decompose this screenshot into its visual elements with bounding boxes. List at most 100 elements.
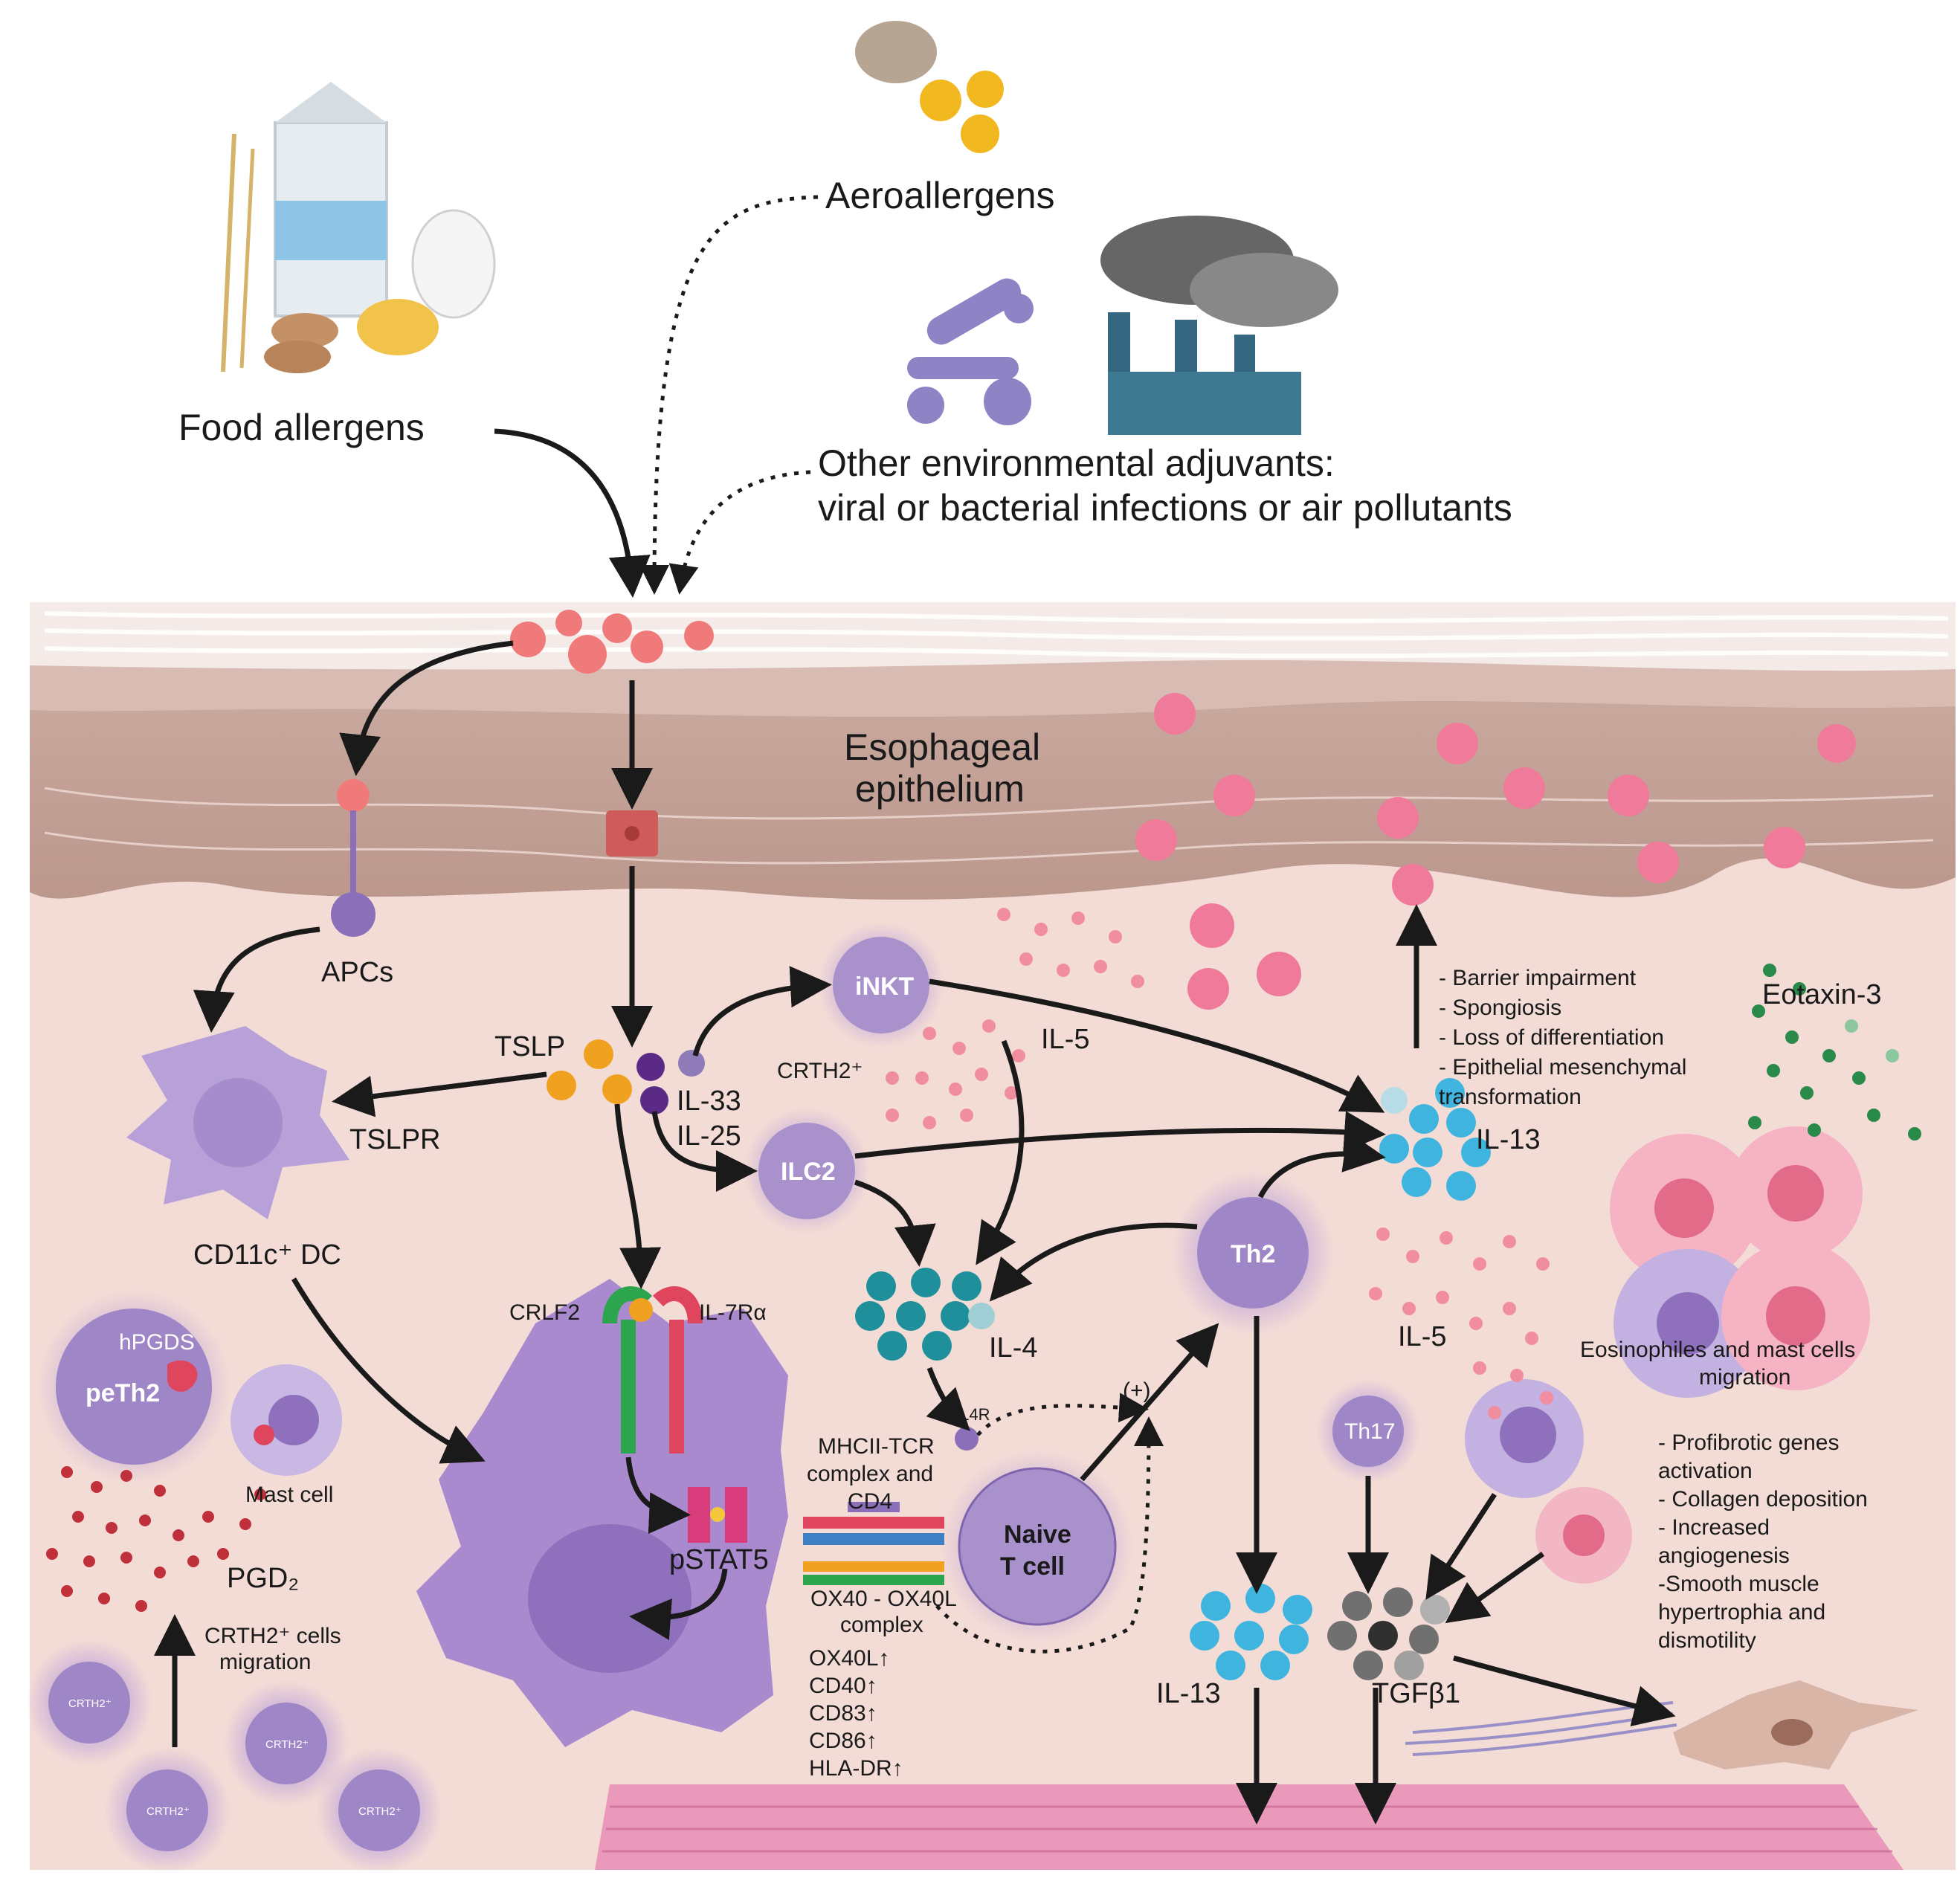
il4-label: IL-4 [989, 1332, 1037, 1364]
mast-cell-label: Mast cell [245, 1483, 333, 1507]
arrow-apc-to-dc [193, 926, 320, 1033]
fibro-line-4: - Increased [1658, 1515, 1770, 1540]
il4r-receptor [955, 1427, 979, 1451]
crth2-migration-label-line1: CRTH2⁺ cells [204, 1624, 341, 1648]
allergen-particles [337, 610, 714, 812]
marker-cd83: CD83↑ [809, 1701, 877, 1726]
ox40-label-line2: complex [840, 1613, 923, 1637]
aeroallergens-icon [855, 21, 1004, 153]
arrow-tgfb1-to-fibroblast [1453, 1655, 1676, 1726]
epithelium-label-line2: epithelium [855, 768, 1025, 810]
inkt-label: iNKT [855, 972, 915, 1001]
arrow-allergen-to-apc [339, 640, 514, 776]
marker-hla-dr: HLA-DR↑ [809, 1756, 903, 1781]
inkt-cell [818, 922, 944, 1048]
naive-t-cell [941, 1450, 1134, 1643]
tgfb1-label: TGFβ1 [1372, 1678, 1460, 1709]
crth2-cell-label-3: CRTH2⁺ [265, 1738, 309, 1751]
pstat5-label: pSTAT5 [669, 1544, 769, 1575]
arrow-cytokines-to-ilc2 [651, 1111, 758, 1192]
eosinophil-large-3 [1721, 1242, 1870, 1390]
ox40-label-line1: OX40 - OX40L [810, 1587, 957, 1611]
crth2-cell-4 [316, 1747, 442, 1874]
il7ra-label: IL-7Rα [699, 1300, 767, 1325]
arrow-tslp-to-receptor [614, 1103, 662, 1289]
cd11c-dc-cell [126, 1026, 349, 1219]
arrow-food-to-epithelium [494, 428, 651, 598]
il4r-label: IL4R [955, 1405, 990, 1424]
ox40-complex [803, 1561, 944, 1585]
crth2-cell-label-4: CRTH2⁺ [358, 1805, 402, 1818]
il5-top-label: IL-5 [1041, 1024, 1089, 1055]
fibro-line-6: -Smooth muscle [1658, 1572, 1819, 1596]
arrow-pstat5-to-nucleus [629, 1568, 728, 1640]
arrow-receptor-to-pstat5 [625, 1456, 691, 1535]
fibro-line-3: - Collagen deposition [1658, 1487, 1868, 1512]
mhcii-tcr-complex [803, 1502, 944, 1545]
peth2-cell [37, 1290, 231, 1483]
il13-right-label: IL-13 [1476, 1124, 1541, 1155]
effect-line-5: transformation [1439, 1085, 1582, 1109]
other-env-label-line2: viral or bacterial infections or air pol… [818, 487, 1512, 529]
il5-dots-right [1369, 1227, 1553, 1419]
hpgds-label: hPGDS [119, 1330, 195, 1355]
ilc2-label: ILC2 [781, 1158, 836, 1186]
mhcii-label-line2: complex and [807, 1462, 933, 1486]
aeroallergens-label: Aeroallergens [825, 175, 1055, 216]
apcs-label: APCs [321, 957, 393, 988]
marker-cd86: CD86↑ [809, 1729, 877, 1753]
food-allergens-icon [221, 82, 496, 373]
arrow-feedback-lower [935, 1416, 1164, 1654]
eos-mast-label-line1: Eosinophiles and mast cells [1580, 1338, 1855, 1362]
apc-cell [331, 810, 375, 937]
arrow-ilc2-to-il4 [854, 1179, 936, 1267]
il5-dots-top [886, 908, 1144, 1129]
th2-cell [1171, 1171, 1335, 1335]
peth2-label: peTh2 [86, 1379, 160, 1407]
arrow-other-env-dotted [668, 470, 811, 595]
il5-right-label: IL-5 [1398, 1321, 1446, 1352]
epithelium-label-line1: Esophageal [844, 726, 1040, 768]
pgd2-dots [46, 1466, 266, 1612]
arrow-aeroallergens-dotted [639, 195, 819, 595]
arrow-th2-to-il13 [1257, 1131, 1386, 1199]
th2-label: Th2 [1231, 1240, 1275, 1268]
microbes-icon [907, 278, 1034, 425]
arrow-th2-to-il4 [989, 1222, 1198, 1302]
tslp-label: TSLP [494, 1031, 565, 1062]
other-env-label-line1: Other environmental adjuvants: [818, 442, 1335, 484]
il7ra-receptor [652, 1286, 703, 1454]
basal-cell-rows [44, 787, 1934, 865]
fibro-line-8: dismotility [1658, 1628, 1756, 1653]
marker-ox40l: OX40L↑ [809, 1646, 889, 1671]
il4-molecules [855, 1268, 995, 1361]
crth2-cell-2 [104, 1747, 231, 1874]
tslpr-label: TSLPR [349, 1124, 440, 1155]
crth2-cell-3 [223, 1680, 349, 1807]
pstat5-dimer [688, 1487, 747, 1543]
th17-label: Th17 [1344, 1419, 1395, 1444]
effect-line-2: - Spongiosis [1439, 996, 1561, 1020]
effect-line-3: - Loss of differentiation [1439, 1025, 1664, 1050]
eosinophil-large-2 [1729, 1126, 1863, 1260]
crlf2-receptor [602, 1286, 653, 1454]
il13-bottom-label: IL-13 [1156, 1678, 1221, 1709]
tslp-molecules [547, 1039, 632, 1104]
stratum-corneum [30, 602, 1956, 671]
naive-label-line2: T cell [1000, 1552, 1065, 1581]
ilc2-cell [744, 1108, 870, 1234]
effect-line-1: - Barrier impairment [1439, 966, 1637, 990]
eosinophil-large-1 [1610, 1134, 1758, 1283]
tslp-bound-ligand [629, 1298, 653, 1322]
crlf2-label: CRLF2 [509, 1300, 580, 1325]
epithelial-eosinophils [1135, 693, 1856, 1010]
eotaxin3-label: Eotaxin-3 [1762, 979, 1882, 1010]
il33-il25-molecules [636, 1050, 705, 1114]
arrow-eosinophil-to-tgfb1 [1445, 1552, 1545, 1624]
arrow-tslp-to-dc [332, 1071, 547, 1117]
crth2-cell-label-2: CRTH2⁺ [146, 1805, 190, 1818]
arrow-il4-to-il4r [926, 1367, 970, 1431]
il13-molecules-bottom [1190, 1584, 1312, 1680]
crth2-plus-label: CRTH2⁺ [777, 1059, 863, 1083]
tgfb1-molecules [1327, 1587, 1450, 1680]
